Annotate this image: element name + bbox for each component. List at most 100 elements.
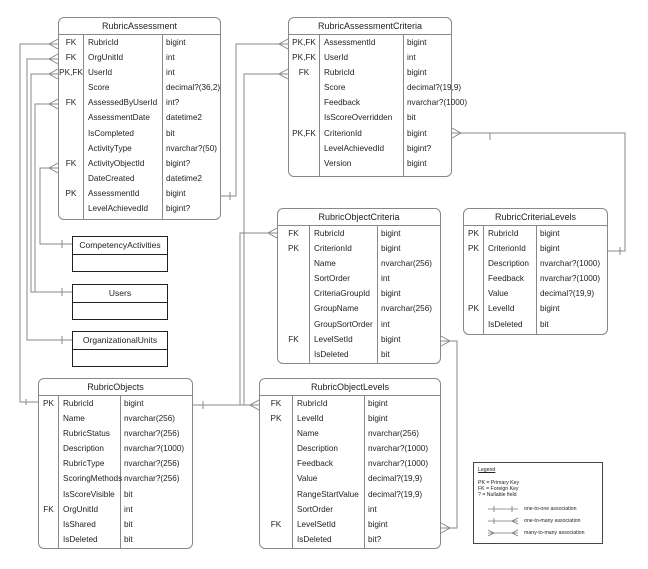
field-type: decimal?(19,9) [407, 83, 462, 93]
field-name: Feedback [297, 459, 333, 469]
field-name: GroupSortOrder [314, 319, 373, 329]
field-type: nvarchar?(1000) [540, 274, 601, 284]
field-type: nvarchar?(256) [124, 459, 180, 469]
field-type: bigint [540, 304, 560, 314]
field-name: Description [63, 444, 104, 454]
field-type: bigint [407, 68, 427, 78]
field-name: LevelAchievedId [324, 143, 385, 153]
field-type: bigint [407, 158, 427, 168]
key-cell: FK [298, 68, 310, 78]
field-name: LevelId [488, 304, 515, 314]
field-type: bit [540, 319, 549, 329]
field-name: LevelSetId [297, 519, 336, 529]
field-name: IsCompleted [88, 128, 134, 138]
field-type: decimal?(19,9) [540, 289, 595, 299]
table-title: RubricObjectLevels [260, 379, 440, 396]
field-name: Name [314, 259, 336, 269]
key-cell: PK [270, 414, 282, 424]
field-type: bigint? [166, 204, 191, 214]
key-cell: PK [288, 244, 299, 254]
field-name: Value [488, 289, 509, 299]
field-name: IsDeleted [297, 534, 332, 544]
field-name: RubricId [488, 229, 519, 238]
table-row: IsDeleted bit [464, 317, 607, 332]
field-name: RubricId [63, 399, 94, 408]
assessmentcriteria-criterialevels-line [463, 132, 626, 252]
field-name: RubricId [314, 229, 345, 238]
field-name: AssessmentId [324, 38, 376, 47]
field-name: Value [297, 474, 318, 484]
table-row: DateCreated datetime2 [59, 171, 220, 186]
field-name: DateCreated [88, 173, 135, 183]
table-row: SortOrder int [260, 502, 440, 517]
key-cell: PK,FK [292, 38, 316, 47]
field-name: LevelId [297, 414, 324, 424]
field-type: decimal?(36,2) [166, 83, 221, 93]
key-cell: PK [43, 399, 54, 408]
field-name: LevelSetId [314, 334, 353, 344]
field-type: bigint [540, 229, 560, 238]
field-type: bigint? [407, 143, 432, 153]
field-type: nvarchar(256) [124, 414, 175, 424]
field-type: nvarchar(256) [368, 429, 419, 439]
field-type: datetime2 [166, 173, 202, 183]
table-title: RubricAssessmentCriteria [289, 18, 451, 35]
field-name: IsDeleted [488, 319, 523, 329]
legend-fk-note: FK = Foreign Key [478, 486, 519, 492]
legend-null-note: ? = Nullable field [478, 492, 517, 498]
field-type: nvarchar?(1000) [124, 444, 185, 454]
table-title: RubricObjects [39, 379, 192, 396]
field-type: int [381, 319, 390, 329]
legend-one-to-one: one-to-one association [524, 506, 577, 512]
legend-symbols [487, 506, 519, 537]
key-cell: FK [270, 399, 282, 408]
field-type: bit [124, 534, 133, 544]
table-users: Users [72, 284, 168, 320]
table-title: CompetencyActivities [73, 237, 167, 255]
field-name: AssessedByUserId [88, 98, 158, 108]
field-type: bigint [124, 399, 144, 408]
field-name: SortOrder [297, 504, 333, 514]
key-cell: FK [288, 229, 299, 238]
legend-one-to-many: one-to-many association [524, 518, 581, 524]
field-name: Description [297, 444, 338, 454]
field-type: int [368, 504, 377, 514]
field-type: bit [407, 113, 416, 123]
key-cell: PK [468, 304, 479, 314]
field-type: bigint [166, 188, 186, 198]
key-cell: PK [65, 188, 77, 198]
key-cell: PK,FK [59, 68, 83, 78]
table-row: LevelAchievedId bigint? [289, 141, 451, 156]
field-name: RubricId [88, 38, 119, 47]
field-type: bigint [368, 414, 388, 424]
field-type: bigint [540, 244, 560, 254]
field-type: bigint? [166, 158, 191, 168]
field-name: IsScoreVisible [63, 489, 115, 499]
field-name: Feedback [324, 98, 360, 108]
field-type: int [381, 274, 390, 284]
field-type: nvarchar?(256) [124, 429, 180, 439]
field-type: nvarchar?(1000) [368, 444, 429, 454]
field-name: OrgUnitId [63, 504, 99, 514]
